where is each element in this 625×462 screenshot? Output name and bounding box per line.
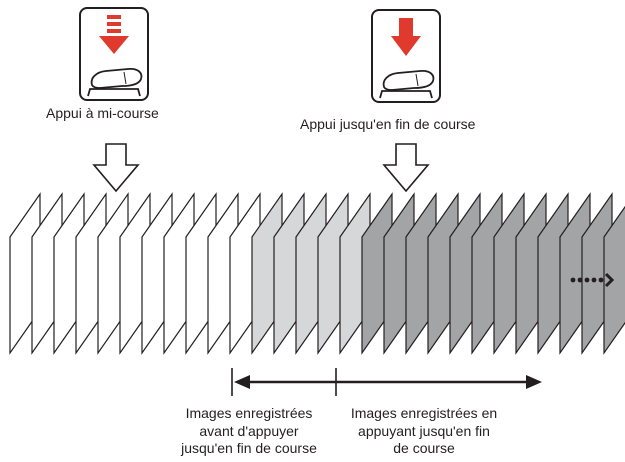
during-full-press-caption: Images enregistrées en appuyant jusqu'en… (350, 405, 498, 456)
shutter-half-press-icon (79, 7, 149, 101)
hollow-down-arrow-half (92, 143, 140, 193)
arrow-head (99, 36, 129, 54)
frame-card (603, 205, 625, 355)
arrow-head (391, 36, 421, 56)
shutter-full-press-icon (371, 9, 441, 103)
half-press-label: Appui à mi-course (46, 105, 159, 121)
finger (382, 69, 435, 91)
dash-segment (107, 22, 121, 26)
dotted-arrow-right-icon (570, 272, 615, 288)
frame-sequence (9, 192, 625, 355)
hollow-down-arrow-full (382, 143, 430, 193)
dash-segment (107, 29, 121, 33)
recording-range-bracket (231, 368, 542, 396)
full-press-label: Appui jusqu'en fin de course (300, 116, 476, 132)
dash-segment (107, 15, 121, 19)
double-arrow-left-head (234, 375, 250, 389)
arrow-shaft (399, 18, 413, 36)
before-full-press-caption: Images enregistrées avant d'appuyer jusq… (181, 405, 317, 456)
finger (90, 67, 143, 89)
double-arrow-right-head (526, 375, 542, 389)
